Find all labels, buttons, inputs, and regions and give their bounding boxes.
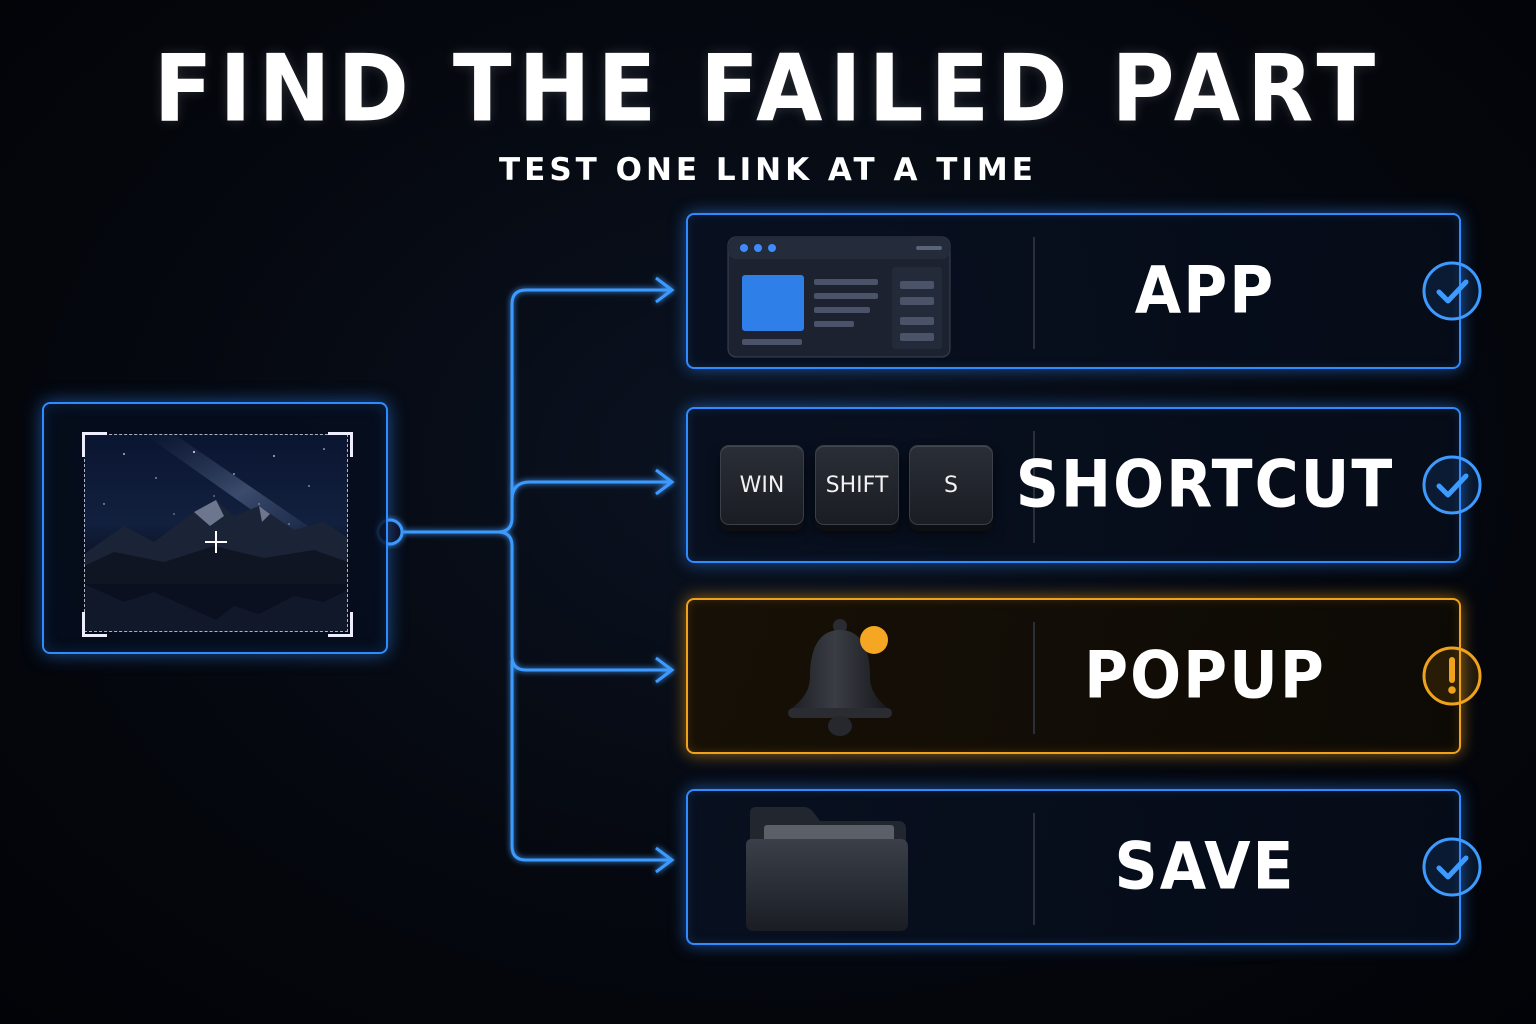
arrow-head-app — [655, 276, 675, 304]
screenshot-source-card — [42, 402, 388, 654]
row-label-app: APP — [1134, 253, 1276, 329]
row-shortcut: WIN SHIFT S SHORTCUT — [686, 407, 1482, 563]
row-label-save: SAVE — [1114, 829, 1296, 905]
diagram-subtitle: TEST ONE LINK AT A TIME — [499, 152, 1037, 188]
row-label-popup: POPUP — [1084, 638, 1326, 714]
folder-icon — [746, 807, 908, 931]
check-icon — [1422, 455, 1482, 515]
connector-branch-save — [510, 660, 670, 862]
connector-branch-shortcut — [510, 480, 670, 501]
arrow-head-popup — [655, 656, 675, 684]
diagram-title: FIND THE FAILED PART — [153, 35, 1383, 143]
row-popup: POPUP — [686, 598, 1482, 754]
row-divider — [1033, 431, 1035, 543]
arrow-head-save — [655, 846, 675, 874]
bell-icon — [788, 619, 892, 736]
app-window-icon — [727, 236, 951, 358]
check-icon — [1422, 837, 1482, 897]
key-s: S — [909, 445, 993, 525]
crosshair-icon — [205, 531, 227, 553]
exclamation-icon — [1422, 646, 1482, 706]
row-divider — [1033, 622, 1035, 734]
key-win: WIN — [720, 445, 804, 525]
row-label-shortcut: SHORTCUT — [1015, 447, 1395, 523]
arrow-head-shortcut — [655, 468, 675, 496]
connector-branch-popup — [497, 530, 670, 672]
row-save: SAVE — [686, 789, 1482, 945]
selection-frame — [84, 434, 348, 632]
selection-corner-top-right — [328, 432, 353, 457]
check-icon — [1422, 261, 1482, 321]
selection-corner-bottom-left — [82, 612, 107, 637]
key-shift: SHIFT — [815, 445, 899, 525]
connector-trunk — [402, 288, 670, 534]
row-divider — [1033, 813, 1035, 925]
row-app: APP — [686, 213, 1482, 369]
row-divider — [1033, 237, 1035, 349]
selection-corner-bottom-right — [328, 612, 353, 637]
selection-corner-top-left — [82, 432, 107, 457]
